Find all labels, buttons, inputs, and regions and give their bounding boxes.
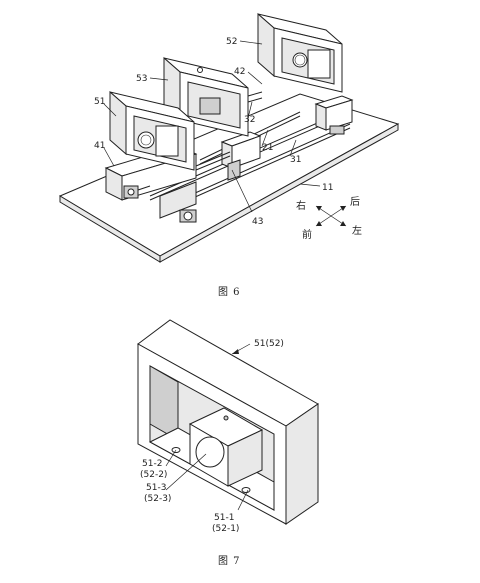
figure-6-caption: 图 6 xyxy=(218,286,241,298)
direction-indicator: 右 后 前 左 xyxy=(296,196,362,241)
adjust-knob xyxy=(123,185,151,199)
figure-7: 51(52) 51-2 (52-2) 51-3 (52-3) 51-1 (52-… xyxy=(137,319,319,567)
label-41: 41 xyxy=(94,141,105,151)
box-52 xyxy=(257,12,343,93)
drive-shaft xyxy=(195,151,241,181)
support-block-right xyxy=(314,95,354,135)
label-21: 21 xyxy=(262,143,273,153)
label-42: 42 xyxy=(234,67,245,77)
label-51: 51 xyxy=(94,97,105,107)
label-11: 11 xyxy=(322,183,333,193)
figure-7-caption: 图 7 xyxy=(218,555,241,567)
label-52-3: (52-3) xyxy=(144,494,171,504)
direction-front: 前 xyxy=(302,228,312,241)
label-52-1: (52-1) xyxy=(212,524,239,534)
figure-6: 52 42 53 51 32 21 41 31 11 43 右 后 前 左 图 … xyxy=(58,12,400,298)
label-31: 31 xyxy=(290,155,301,165)
direction-right: 右 xyxy=(296,199,306,212)
label-51-1: 51-1 xyxy=(214,513,234,523)
label-32: 32 xyxy=(244,115,255,125)
leader-lines xyxy=(103,40,321,213)
label-52-2: (52-2) xyxy=(140,470,167,480)
box-51 xyxy=(109,90,195,171)
label-43: 43 xyxy=(252,217,263,227)
box-53 xyxy=(163,56,263,137)
bearing-block xyxy=(188,407,264,487)
direction-left: 左 xyxy=(352,224,362,237)
label-53: 53 xyxy=(136,74,147,84)
figure-7-leaders xyxy=(165,343,251,511)
label-51-52: 51(52) xyxy=(254,339,284,349)
label-52: 52 xyxy=(226,37,237,47)
label-51-3: 51-3 xyxy=(146,483,166,493)
label-51-2: 51-2 xyxy=(142,459,162,469)
mount-hole-right xyxy=(241,487,251,493)
direction-back: 后 xyxy=(350,196,360,208)
